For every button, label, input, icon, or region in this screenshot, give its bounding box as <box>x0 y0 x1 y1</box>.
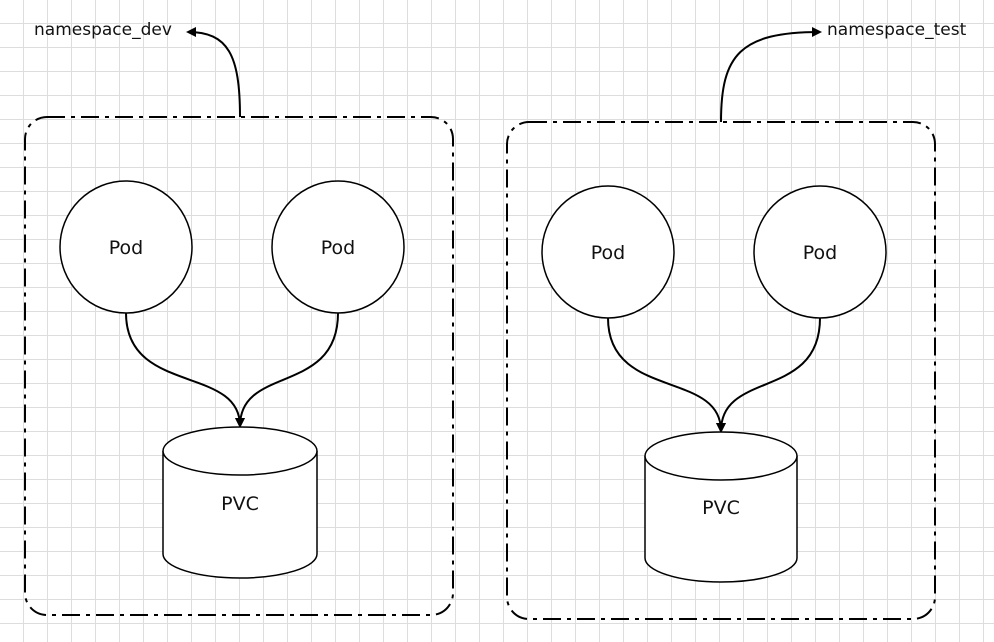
namespace-pointer-test <box>720 27 822 123</box>
pvc-cylinder[interactable] <box>162 426 318 579</box>
namespace-frame-test[interactable] <box>506 121 936 620</box>
namespace-group-test: namespace_test Pod Pod PVC <box>506 20 967 620</box>
pod-label: Pod <box>321 237 355 259</box>
namespace-label-test: namespace_test <box>827 20 967 40</box>
pod-label: Pod <box>803 242 837 264</box>
pvc-label: PVC <box>221 493 259 515</box>
pvc-cylinder[interactable] <box>644 431 798 583</box>
pod-label: Pod <box>109 237 143 259</box>
namespace-pointer-dev <box>186 27 241 118</box>
pod-to-pvc-edge <box>235 312 339 428</box>
pod-to-pvc-edge <box>125 312 245 428</box>
pod-to-pvc-edge <box>607 317 726 433</box>
namespace-group-dev: namespace_dev Pod Pod PVC <box>24 20 454 616</box>
pvc-label: PVC <box>702 497 740 519</box>
namespace-frame-dev[interactable] <box>24 116 454 616</box>
pod-label: Pod <box>591 242 625 264</box>
namespace-label-dev: namespace_dev <box>34 20 172 40</box>
pod-to-pvc-edge <box>716 317 821 433</box>
